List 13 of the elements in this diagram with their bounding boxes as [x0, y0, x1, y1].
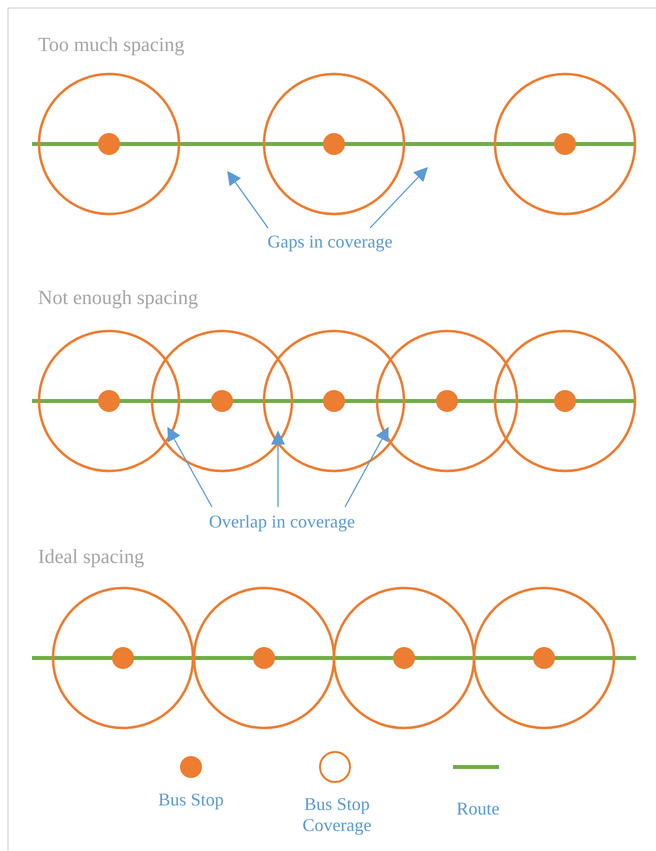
leader-arrow	[227, 170, 268, 228]
leader-arrow	[167, 426, 213, 508]
leader-arrow	[271, 430, 285, 507]
legend-label: Bus Stop	[157, 790, 225, 810]
leader-arrow	[344, 426, 389, 508]
section-heading: Too much spacing	[38, 34, 184, 57]
callout-text: Gaps in coverage	[268, 232, 392, 252]
leader-arrow	[370, 166, 428, 228]
section-heading: Not enough spacing	[38, 287, 198, 310]
legend-label: Bus Stop Coverage	[302, 794, 372, 836]
section-heading: Ideal spacing	[38, 546, 144, 569]
callout-text: Overlap in coverage	[209, 512, 355, 532]
legend-label: Route	[456, 798, 500, 820]
